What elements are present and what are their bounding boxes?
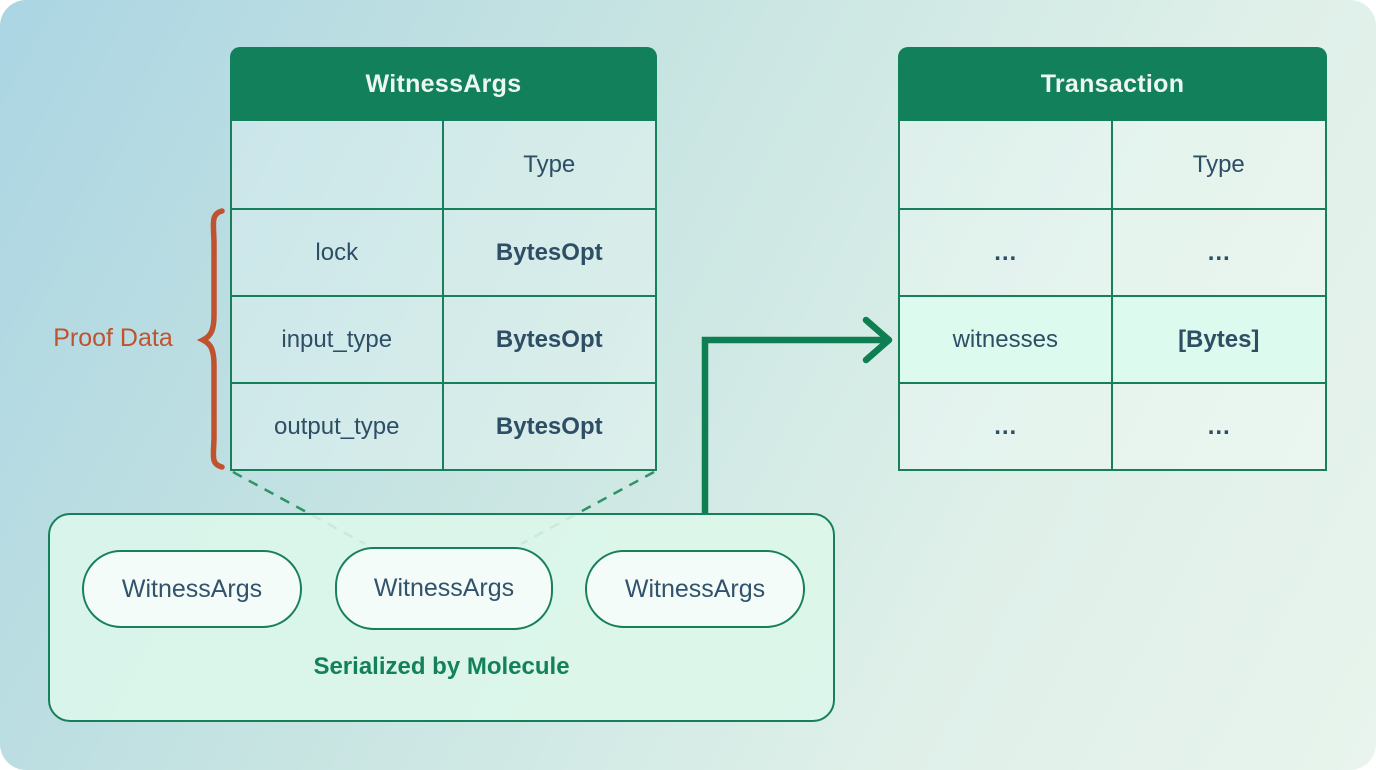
transaction-field-ellipsis-top: … bbox=[900, 208, 1113, 295]
transaction-header-empty-cell bbox=[900, 121, 1113, 208]
molecule-box: WitnessArgs WitnessArgs WitnessArgs Seri… bbox=[48, 513, 835, 722]
witnessargs-pill: WitnessArgs bbox=[335, 547, 553, 630]
transaction-table-title: Transaction bbox=[898, 47, 1327, 121]
witnessargs-field-output-type: output_type bbox=[232, 382, 444, 469]
witnessargs-table: WitnessArgs Type lock BytesOpt input_typ… bbox=[230, 47, 657, 471]
witnesses-arrowhead bbox=[862, 316, 893, 364]
transaction-table: Transaction Type … … witnesses [Bytes] …… bbox=[898, 47, 1327, 471]
transaction-field-witnesses: witnesses bbox=[900, 295, 1113, 382]
serialized-by-molecule-label: Serialized by Molecule bbox=[313, 653, 570, 680]
witnessargs-type-output-type: BytesOpt bbox=[443, 382, 655, 469]
witnessargs-type-header: Type bbox=[443, 121, 655, 208]
witnessargs-table-title: WitnessArgs bbox=[230, 47, 657, 121]
witnessargs-type-input-type: BytesOpt bbox=[443, 295, 655, 382]
transaction-type-ellipsis-bottom: … bbox=[1112, 382, 1325, 469]
transaction-table-body: Type … … witnesses [Bytes] … … bbox=[898, 121, 1327, 471]
witnessargs-pill: WitnessArgs bbox=[585, 550, 805, 628]
witnessargs-pill: WitnessArgs bbox=[82, 550, 302, 628]
witnesses-arrow bbox=[701, 336, 886, 513]
proof-data-brace bbox=[196, 208, 225, 470]
witnessargs-header-empty-cell bbox=[232, 121, 444, 208]
proof-data-label: Proof Data bbox=[53, 324, 173, 352]
witnessargs-field-input-type: input_type bbox=[232, 295, 444, 382]
transaction-type-header: Type bbox=[1112, 121, 1325, 208]
transaction-field-ellipsis-bottom: … bbox=[900, 382, 1113, 469]
witnessargs-type-lock: BytesOpt bbox=[443, 208, 655, 295]
witnessargs-field-lock: lock bbox=[232, 208, 444, 295]
transaction-type-ellipsis-top: … bbox=[1112, 208, 1325, 295]
witnessargs-table-body: Type lock BytesOpt input_type BytesOpt o… bbox=[230, 121, 657, 471]
transaction-type-witnesses: [Bytes] bbox=[1112, 295, 1325, 382]
